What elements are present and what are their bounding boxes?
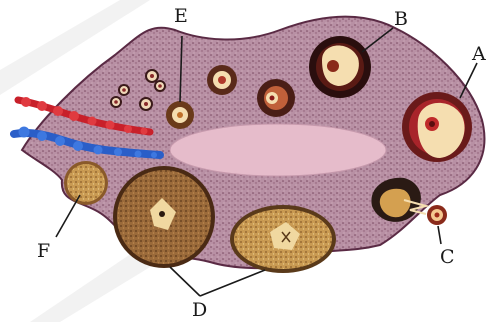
- released-oocyte-c: [427, 205, 447, 225]
- follicle-a: [402, 92, 472, 162]
- corpus-albicans-d2: [230, 205, 336, 273]
- label-b: B: [394, 8, 408, 30]
- follicle-e: [166, 101, 194, 129]
- label-d: D: [192, 299, 207, 321]
- label-c: C: [440, 246, 455, 268]
- medulla: [170, 124, 386, 176]
- follicle-f: [64, 161, 108, 205]
- growing-follicle-2: [257, 79, 295, 117]
- label-f: F: [37, 240, 50, 262]
- corpus-luteum-d1: [113, 166, 215, 268]
- growing-follicle-1: [207, 65, 237, 95]
- follicle-b: [309, 36, 371, 98]
- label-e: E: [174, 5, 188, 27]
- label-a: A: [471, 43, 486, 65]
